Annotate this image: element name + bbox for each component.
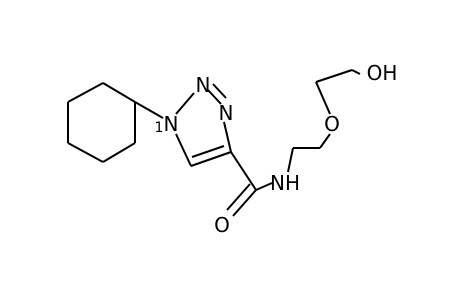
atom-ether-o: O [324,112,340,136]
cyclohexyl-ring [67,82,136,163]
bond [232,189,257,217]
bond [223,121,232,153]
bond [134,101,164,119]
atom-n3: N [219,101,234,125]
triazole-ring [175,83,232,167]
bond [207,89,222,105]
bond [67,142,104,163]
bond [175,92,195,115]
bond [315,69,353,83]
atom-amide-nh: NH [270,171,300,195]
bond [255,182,273,191]
bond [102,82,136,103]
bond [226,183,251,211]
bond [287,147,294,173]
bond [351,69,361,75]
atom-n1: N [164,112,179,136]
bond [67,82,104,103]
atom-n2: N [196,73,211,97]
atom-carbonyl-o: O [214,213,230,237]
atom-n1-superscript: 1 [155,120,164,136]
bond [175,133,192,167]
bond [319,133,331,149]
bond [212,83,227,99]
atom-hydroxyl: OH [367,61,398,85]
bond [190,151,232,167]
bond [191,145,225,158]
bond [230,151,257,191]
bond [102,142,136,163]
bond [315,81,331,115]
